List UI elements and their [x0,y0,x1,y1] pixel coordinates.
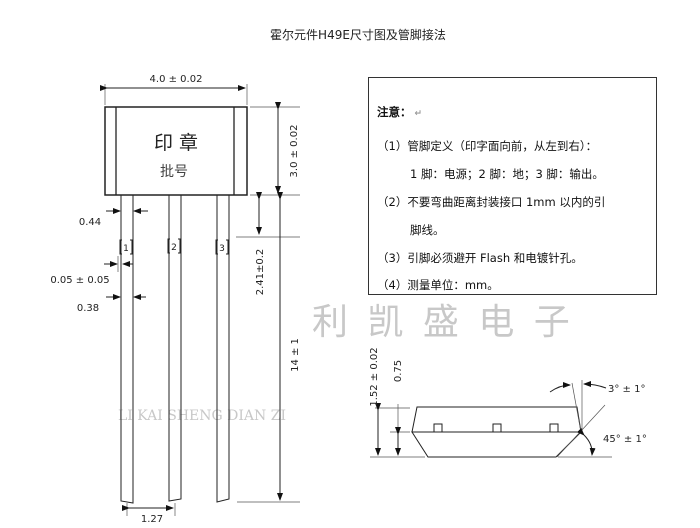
lead-width-top-dimension: 0.44 [79,217,101,228]
note-item-3: （3）引脚必须避开 Flash 和电镀针孔。 [377,251,583,265]
lower-height-dimension: 0.75 [393,360,404,382]
batch-number-text: 批号 [160,164,188,180]
note-item-1: （1）管脚定义（印字面向前，从左到右）： [377,139,598,153]
watermark-chinese: 利 凯 盛 电 子 [312,302,574,343]
pin-labels: 1 2 3 [119,238,229,255]
chamfer-angle-dimension: 45° ± 1° [603,434,647,445]
drawing-title: 霍尔元件H49E尺寸图及管脚接法 [270,27,446,42]
lead-width-dimension: 0.38 [77,303,99,314]
draft-angle-dimension: 3° ± 1° [608,384,645,395]
note-item-2-cont: 脚线。 [410,223,445,237]
leads [120,195,230,504]
marking-text: 印 章 [154,132,198,154]
note-item-2: （2）不要弯曲距离封装接口 1mm 以内的引 [377,195,606,209]
notes-heading-text: 注意： [377,105,412,119]
package-front-view: 印 章 批号 [104,106,248,196]
lead-length-dimension: 14 ± 1 [290,338,301,372]
notes-heading: 注意：↵ [377,104,422,120]
watermark-pinyin: LI KAI SHENG DIAN ZI [118,408,286,424]
pitch-dimension: 1.27 [141,514,163,525]
pin-1-label: 1 [123,244,129,254]
height-dimension: 3.0 ± 0.02 [289,125,300,178]
lead-offset-dimension: 0.05 ± 0.05 [50,275,109,286]
pin-2-label: 2 [171,243,177,253]
notes-box: 注意：↵ （1）管脚定义（印字面向前，从左到右）： 1 脚：电源；2 脚：地；3… [368,77,657,295]
note-item-4: （4）测量单位：mm。 [377,278,499,292]
total-height-dimension: 1.52 ± 0.02 [369,347,380,406]
bend-dimension: 2.41±0.2 [255,249,266,296]
note-item-1-detail: 1 脚：电源；2 脚：地；3 脚：输出。 [410,167,604,181]
return-mark: ↵ [414,109,423,119]
pin-3-label: 3 [219,244,225,254]
package-side-view [411,406,583,458]
width-dimension: 4.0 ± 0.02 [150,74,203,85]
